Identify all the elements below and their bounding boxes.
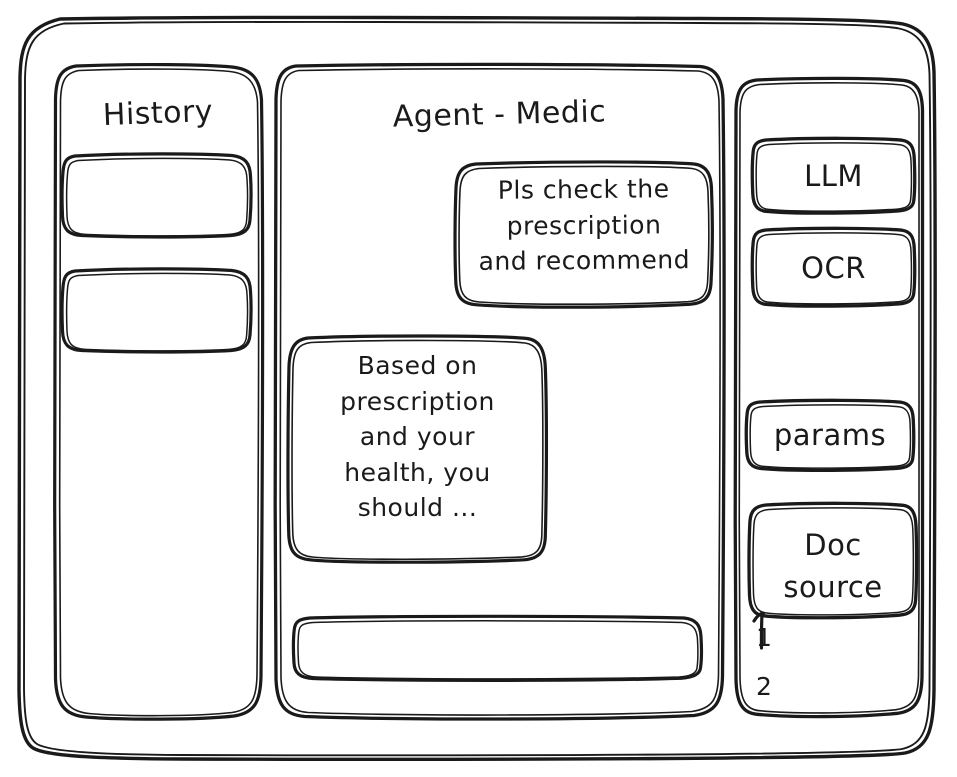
history-item-1[interactable]: [62, 154, 251, 237]
tool-card-params[interactable]: params: [747, 401, 913, 469]
history-panel-title: History: [102, 93, 214, 134]
doc-source-item-2-label: 2: [756, 672, 773, 701]
tool-card-doc-source-label: Doc source: [783, 528, 883, 605]
history-item-2[interactable]: [62, 269, 251, 352]
tool-card-ocr-label: OCR: [801, 251, 866, 285]
doc-source-item-1-label: 1: [756, 623, 773, 652]
tool-card-llm-label: LLM: [804, 159, 863, 193]
tool-card-params-label: params: [773, 418, 887, 452]
agent-title: Agent - Medic: [392, 94, 607, 135]
tool-card-ocr[interactable]: OCR: [753, 229, 914, 305]
tool-card-llm[interactable]: LLM: [753, 139, 914, 212]
doc-source-item-2[interactable]: 2: [752, 668, 812, 708]
doc-source-item-1[interactable]: 1: [752, 618, 812, 656]
tool-card-doc-source[interactable]: Doc source: [750, 504, 916, 616]
user-message-text: Pls check the prescription and recommend: [478, 174, 691, 276]
composer-input[interactable]: [294, 618, 701, 679]
agent-message-text: Based on prescription and your health, y…: [340, 351, 495, 522]
